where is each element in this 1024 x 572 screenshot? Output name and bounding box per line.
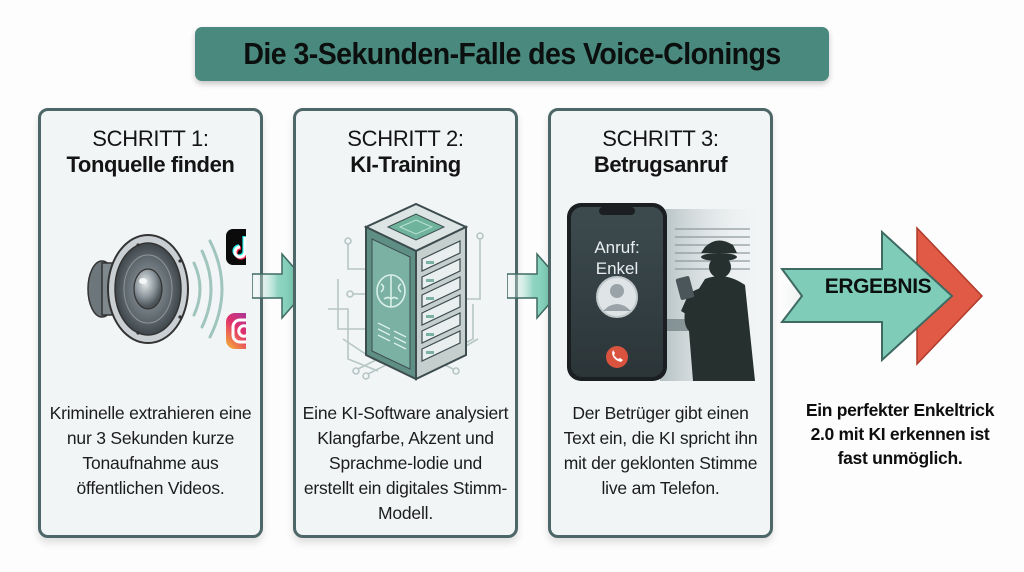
mint-arrow-icon [779,229,954,363]
step-description: Kriminelle extrahieren eine nur 3 Sekund… [49,403,252,498]
speaker-illustration [66,211,262,361]
page-title: Die 3-Sekunden-Falle des Voice-Clonings [243,36,781,71]
phone-caller-text: Anruf: Enkel [567,237,667,279]
brain-icon [376,274,406,308]
step-card-3: SCHRITT 3: Betrugsanruf [548,108,773,538]
result-label: ERGEBNIS [824,275,932,298]
title-banner: Die 3-Sekunden-Falle des Voice-Clonings [195,27,829,81]
step-description: Der Betrüger gibt einen Text ein, die KI… [563,403,758,498]
caller-line-2: Enkel [595,259,639,278]
hangup-icon [606,346,628,368]
step-heading: Betrugsanruf [593,152,728,177]
tiktok-icon [226,229,262,265]
ai-server-icon [363,202,469,381]
step-heading: KI-Training [350,152,461,177]
speaker-icon [87,234,189,344]
ai-server-illustration [308,199,508,389]
smartphone-icon [567,203,667,381]
step-card-1: SCHRITT 1: Tonquelle finden [38,108,263,538]
step-card-2: SCHRITT 2: KI-Training [293,108,518,538]
sound-waves-icon [192,239,224,339]
result-arrow [772,218,1002,368]
result-text: Ein perfekter Enkeltrick 2.0 mit KI erke… [805,400,995,468]
step-label: SCHRITT 2: [347,126,464,151]
step-description: Eine KI-Software analysiert Klangfarbe, … [302,403,509,523]
step-heading: Tonquelle finden [66,152,235,177]
instagram-icon [226,313,262,349]
caller-silhouette-icon [675,240,755,381]
caller-line-1: Anruf: [594,238,640,257]
scam-call-illustration: Anruf: Enkel [565,199,765,381]
step-label: SCHRITT 3: [602,126,719,151]
step-label: SCHRITT 1: [92,126,209,151]
